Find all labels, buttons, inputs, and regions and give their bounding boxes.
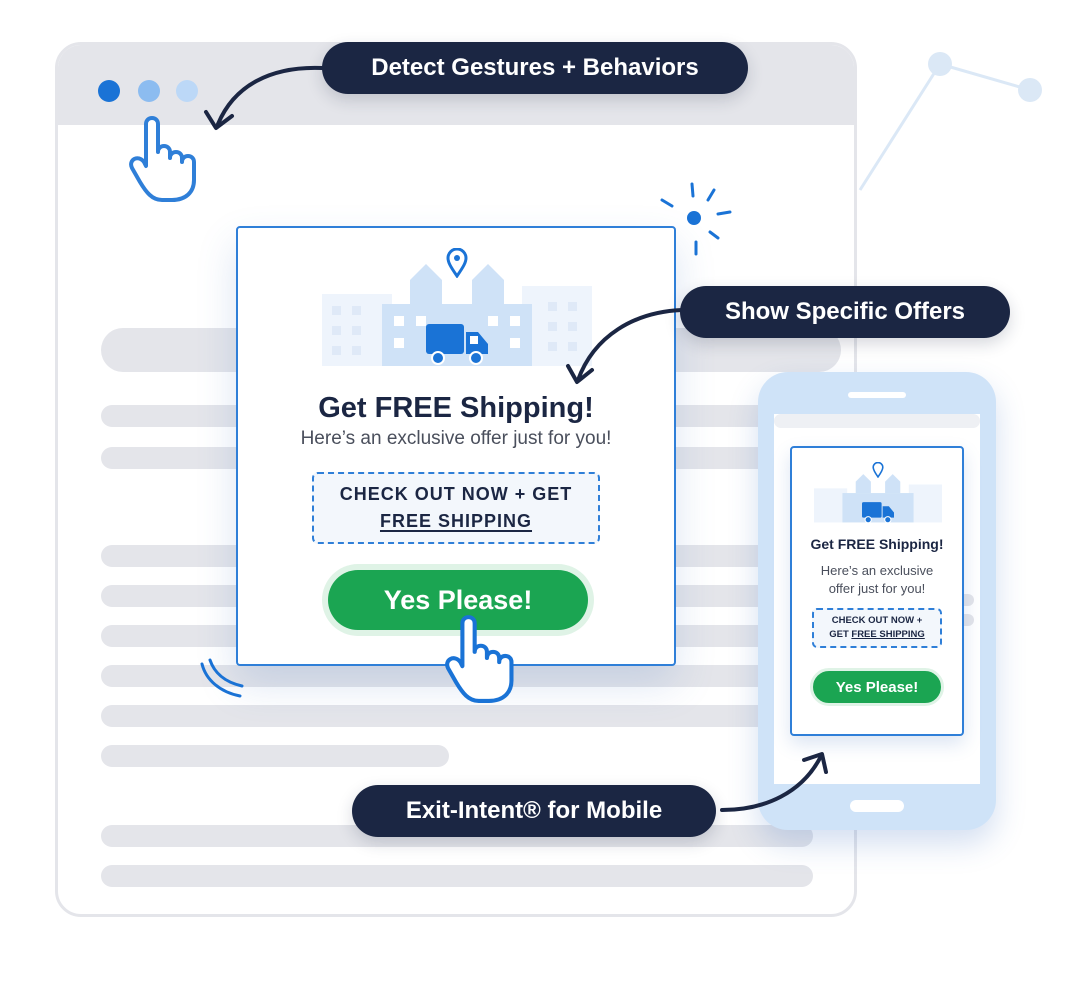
phone-screen: Get FREE Shipping! Here’s an exclusive o…	[774, 414, 980, 784]
mobile-subtitle-line-2: offer just for you!	[828, 581, 926, 596]
network-graph-decoration	[858, 52, 1042, 191]
content-placeholder-line	[774, 414, 980, 428]
mobile-popup-subtitle: Here’s an exclusive offer just for you!	[792, 562, 962, 598]
arrow-offers	[566, 308, 684, 384]
mobile-popup-title: Get FREE Shipping!	[810, 536, 944, 552]
location-pin-icon	[446, 248, 468, 278]
free-shipping-popup: Get FREE Shipping! Here’s an exclusive o…	[236, 226, 676, 666]
buildings-icon	[322, 264, 592, 366]
mobile-subtitle-line-1: Here’s an exclusive	[820, 563, 934, 578]
motion-lines-decoration	[200, 658, 244, 698]
mobile-coupon-line-2: GET FREE SHIPPING	[814, 628, 940, 642]
content-placeholder-line	[101, 865, 813, 887]
mobile-coupon-prefix: GET	[829, 629, 852, 640]
arrow-gestures	[204, 65, 324, 130]
coupon-line-1: CHECK OUT NOW + GET	[339, 484, 573, 504]
callout-show-offers: Show Specific Offers	[680, 286, 1010, 338]
mobile-coupon-line-1: CHECK OUT NOW +	[831, 615, 923, 626]
coupon-line-2: FREE SHIPPING	[379, 511, 533, 531]
location-pin-icon	[872, 462, 884, 478]
pointer-hand-icon	[129, 116, 196, 202]
phone-speaker	[848, 392, 906, 398]
window-dot-maximize[interactable]	[176, 80, 198, 102]
content-placeholder-line	[101, 705, 841, 727]
mobile-coupon-box: CHECK OUT NOW + GET FREE SHIPPING	[812, 608, 942, 648]
arrow-mobile	[720, 752, 828, 812]
yes-please-button[interactable]: Yes Please!	[328, 570, 588, 630]
mobile-phone: Get FREE Shipping! Here’s an exclusive o…	[758, 372, 996, 830]
phone-home-button[interactable]	[850, 800, 904, 812]
callout-detect-gestures: Detect Gestures + Behaviors	[322, 42, 748, 94]
popup-title: Get FREE Shipping!	[318, 392, 594, 424]
content-placeholder-line	[101, 745, 449, 767]
delivery-truck-icon	[862, 502, 894, 524]
pointer-hand-icon	[445, 615, 514, 703]
callout-exit-intent-mobile: Exit-Intent® for Mobile	[352, 785, 716, 837]
window-dot-close[interactable]	[98, 80, 120, 102]
delivery-truck-icon	[426, 324, 488, 365]
mobile-free-shipping-popup: Get FREE Shipping! Here’s an exclusive o…	[790, 446, 964, 736]
sparkle-icon	[660, 182, 732, 256]
window-dot-minimize[interactable]	[138, 80, 160, 102]
mobile-yes-please-button[interactable]: Yes Please!	[810, 668, 944, 706]
popup-subtitle: Here’s an exclusive offer just for you!	[300, 428, 612, 449]
mobile-coupon-link: FREE SHIPPING	[851, 629, 925, 640]
coupon-box: CHECK OUT NOW + GET FREE SHIPPING	[312, 472, 600, 544]
